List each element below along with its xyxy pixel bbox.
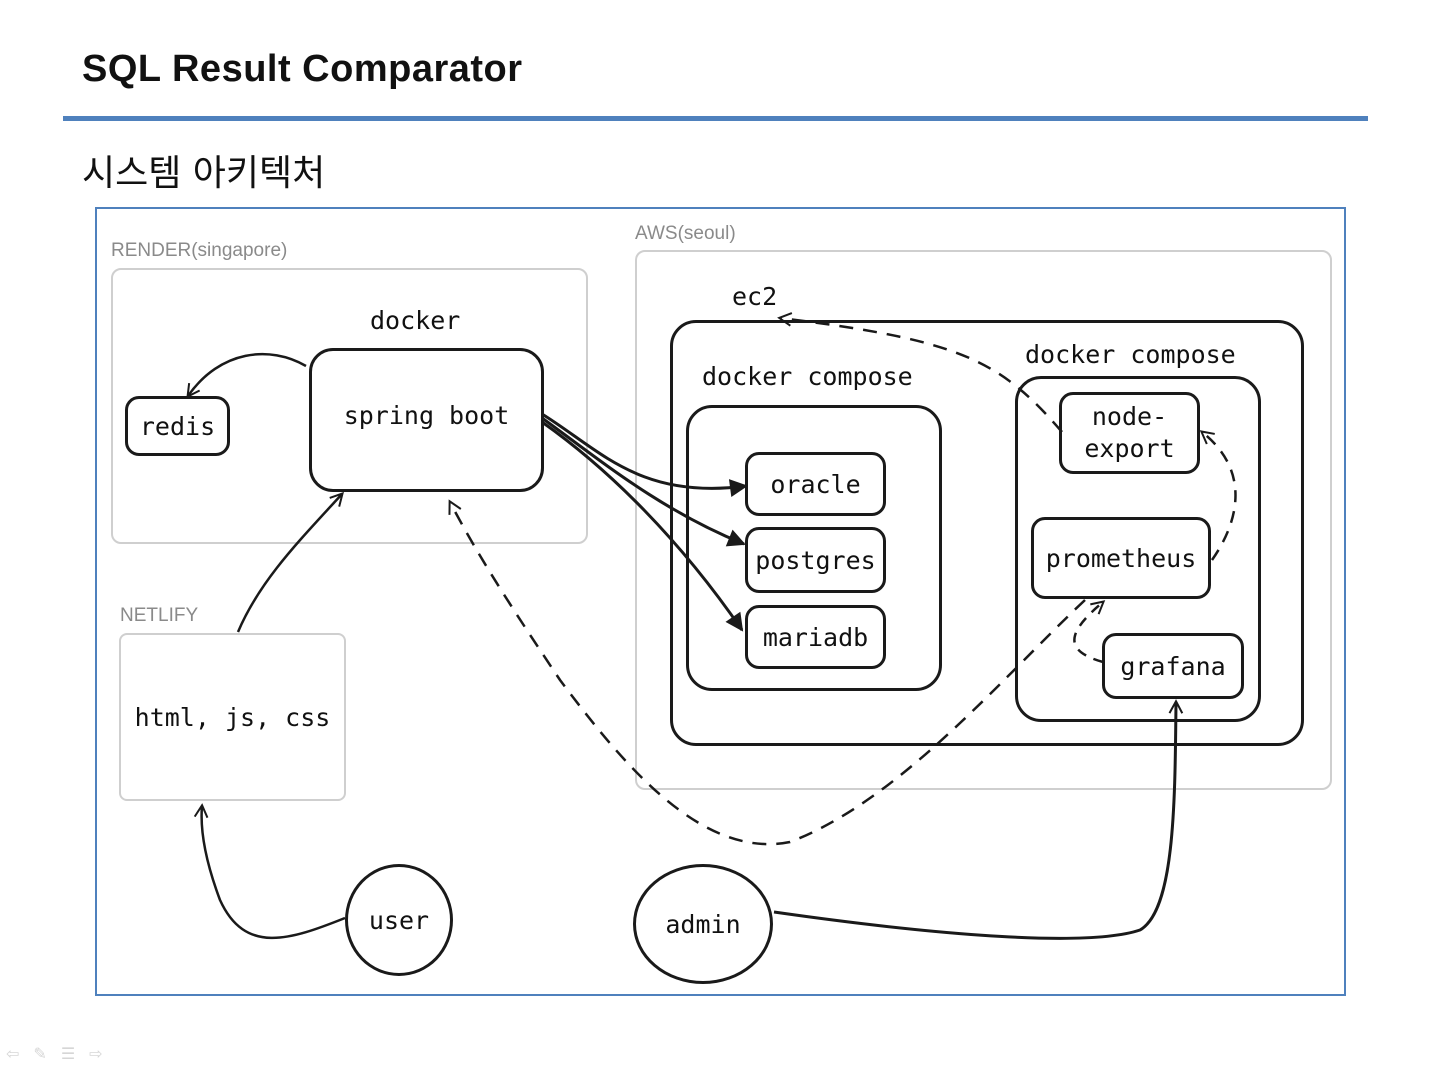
docker-compose-monitor-container — [1015, 376, 1261, 722]
grafana-label: grafana — [1120, 651, 1226, 681]
prometheus-label: prometheus — [1045, 543, 1197, 573]
region-label-aws: AWS(seoul) — [635, 223, 736, 244]
node-export-label-line1: node- — [1091, 402, 1168, 431]
region-render — [111, 268, 588, 544]
frontend-node: html, js, css — [119, 633, 346, 801]
prometheus-node: prometheus — [1031, 517, 1211, 599]
arrow-spring-to-postgres — [541, 416, 746, 547]
slide-title: SQL Result Comparator — [82, 48, 523, 90]
user-node: user — [345, 864, 453, 976]
forward-arrow-icon[interactable]: ⇨ — [89, 1044, 103, 1063]
oracle-node: oracle — [745, 452, 886, 516]
region-aws — [635, 250, 1332, 790]
spring-boot-node: spring boot — [309, 348, 544, 492]
frontend-label: html, js, css — [134, 702, 331, 732]
menu-icon[interactable]: ☰ — [60, 1044, 76, 1063]
oracle-label: oracle — [770, 469, 861, 499]
postgres-label: postgres — [755, 545, 876, 575]
postgres-node: postgres — [745, 527, 886, 593]
arrow-frontend-to-spring — [236, 491, 344, 633]
arrow-nodeexport-to-ec2 — [777, 312, 1063, 433]
spring-boot-label: spring boot — [343, 400, 510, 430]
grafana-node: grafana — [1102, 633, 1244, 699]
docker-label: docker — [370, 306, 461, 335]
node-export-node: node- export — [1059, 392, 1200, 474]
node-export-label-line2: export — [1084, 434, 1175, 463]
arrow-admin-to-grafana — [773, 699, 1184, 940]
pen-icon[interactable]: ✎ — [33, 1044, 47, 1063]
arrow-spring-to-mariadb — [541, 420, 744, 632]
back-arrow-icon[interactable]: ⇦ — [6, 1044, 20, 1063]
admin-label: admin — [665, 909, 741, 939]
user-label: user — [368, 905, 430, 935]
arrow-spring-to-redis — [186, 352, 307, 399]
admin-node: admin — [633, 864, 773, 984]
arrow-spring-to-oracle — [541, 412, 748, 498]
ec2-container — [670, 320, 1304, 746]
docker-compose-db-container — [686, 405, 942, 691]
ec2-label: ec2 — [732, 282, 778, 311]
title-divider — [63, 116, 1368, 121]
region-label-render: RENDER(singapore) — [111, 240, 288, 261]
docker-compose-db-label: docker compose — [702, 362, 913, 391]
redis-node: redis — [125, 396, 230, 456]
region-label-netlify: NETLIFY — [120, 605, 199, 626]
diagram-frame — [95, 207, 1346, 996]
arrow-prometheus-to-nodeexport — [1199, 430, 1237, 561]
slide-subtitle: 시스템 아키텍처 — [82, 153, 326, 194]
mariadb-label: mariadb — [762, 622, 869, 652]
arrow-grafana-to-prometheus — [1073, 600, 1106, 664]
arrow-user-to-frontend — [193, 803, 346, 940]
mariadb-node: mariadb — [745, 605, 886, 669]
docker-compose-monitor-label: docker compose — [1025, 340, 1236, 369]
slide-nav: ⇦ ✎ ☰ ⇨ — [6, 1044, 103, 1063]
arrow-prometheus-to-spring — [448, 499, 1086, 846]
redis-label: redis — [139, 411, 216, 441]
